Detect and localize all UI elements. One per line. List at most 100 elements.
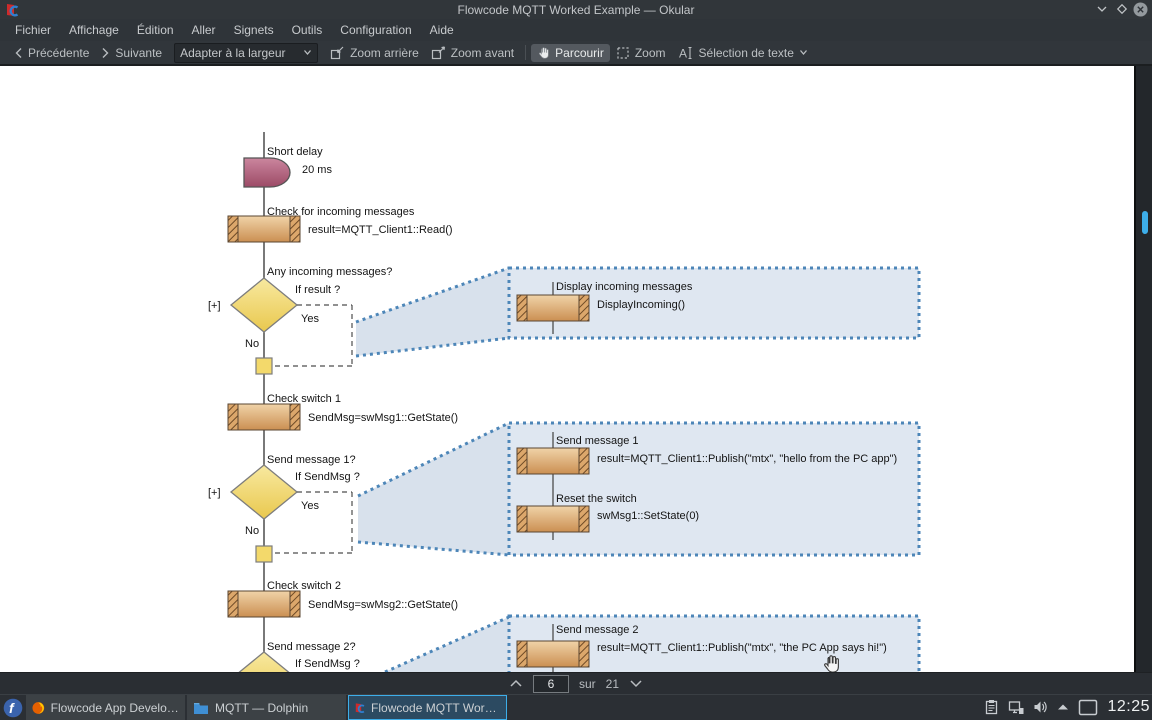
check-switch1-label: Check switch 1 [267,393,341,405]
maximize-button[interactable] [1116,3,1128,15]
app-launcher-button[interactable]: f [0,695,26,720]
callout-1-content: Display incoming messages DisplayIncomin… [516,281,693,334]
firefox-icon [32,701,45,714]
system-tray: 12:25 [984,694,1150,720]
decision-1: Any incoming messages? If result ? [+] Y… [208,266,392,375]
menu-edition[interactable]: Édition [136,23,174,37]
decision-3: Send message 2? If SendMsg ? [238,641,360,672]
zoom-in-button[interactable]: Zoom avant [425,44,520,62]
zoom-out-icon [330,46,344,59]
callout-2-content: Send message 1 result=MQTT_Client1::Publ… [516,432,897,540]
decision1-expand-toggle[interactable]: [+] [208,300,221,312]
zoom-level-value: Adapter à la largeur [180,45,286,60]
toolbar: Précédente Suivante Adapter à la largeur… [0,41,1152,64]
decision1-label: Any incoming messages? [267,266,392,278]
menu-outils[interactable]: Outils [291,23,323,37]
svg-text:f: f [9,700,15,716]
previous-page-label: Précédente [28,45,90,60]
taskbar-task-okular[interactable]: Flowcode MQTT Worked Exa... [348,695,507,720]
callout-box-1 [507,266,921,340]
chevron-left-icon [15,47,22,58]
callout-funnel-3 [384,615,510,672]
fedora-logo-icon: f [3,698,23,717]
close-button[interactable] [1133,2,1148,17]
callout1-detail: DisplayIncoming() [597,299,685,311]
menu-aller[interactable]: Aller [191,23,216,37]
menu-configuration[interactable]: Configuration [340,23,412,37]
network-icon[interactable] [1008,700,1024,715]
decision2-expand-toggle[interactable]: [+] [208,487,221,499]
browse-tool-button[interactable]: Parcourir [531,43,610,62]
minimize-button[interactable] [1096,5,1108,14]
callout2a-detail: result=MQTT_Client1::Publish("mtx", "hel… [597,453,897,465]
zoom-marquee-icon [617,46,629,59]
call-box-check-switch1: Check switch 1 SendMsg=swMsg1::GetState(… [227,393,458,431]
zoom-out-label: Zoom arrière [350,45,419,60]
callout-funnel-1 [355,266,510,358]
decision-2: Send message 1? If SendMsg ? [+] Yes No [208,454,360,563]
previous-page-button[interactable]: Précédente [8,44,95,62]
total-pages-label: 21 [605,676,620,691]
vertical-scrollbar-track[interactable] [1134,66,1152,672]
next-page-label: Suivante [115,45,163,60]
task-label: MQTT — Dolphin [215,700,309,715]
current-page-input[interactable] [532,674,569,693]
decision2-condition: If SendMsg ? [295,471,360,483]
task-label: Flowcode App Developer - S... [50,700,179,715]
menu-fichier[interactable]: Fichier [15,23,52,37]
decision2-label: Send message 1? [267,454,356,466]
check-incoming-detail: result=MQTT_Client1::Read() [308,224,453,236]
chevron-down-icon [799,50,807,55]
window-title: Flowcode MQTT Worked Example — Okular [457,2,695,17]
next-page-button[interactable]: Suivante [95,44,168,62]
okular-icon [355,702,365,713]
toolbar-document-divider [0,64,1152,66]
taskbar: f Flowcode App Developer - S... MQTT — D… [0,694,1152,720]
zoom-tool-label: Zoom [634,45,666,60]
zoom-in-icon [431,45,445,59]
callout-box-2 [507,421,921,557]
menu-signets[interactable]: Signets [233,23,274,37]
callout2b-title: Reset the switch [556,493,637,505]
check-switch2-label: Check switch 2 [267,580,341,592]
hand-icon [539,46,549,59]
next-page-chevron-icon[interactable] [629,679,643,688]
menu-affichage[interactable]: Affichage [69,23,119,37]
callout2b-detail: swMsg1::SetState(0) [597,510,699,522]
callout-funnel-2 [357,421,510,557]
decision3-condition: If SendMsg ? [295,658,360,670]
window-titlebar: Flowcode MQTT Worked Example — Okular [0,0,1152,19]
okular-app-icon [7,4,19,17]
zoom-out-button[interactable]: Zoom arrière [324,44,425,62]
text-selection-icon: A [679,46,692,60]
document-viewport[interactable]: Short delay 20 ms Check for incoming mes… [0,66,1134,672]
flowchart-page: Short delay 20 ms Check for incoming mes… [208,132,921,672]
call-box-check-switch2: Check switch 2 SendMsg=swMsg2::GetState(… [227,580,458,618]
callout3-title: Send message 2 [556,624,639,636]
vertical-scrollbar-thumb[interactable] [1142,211,1148,234]
check-incoming-label: Check for incoming messages [267,206,415,218]
menu-aide[interactable]: Aide [429,23,454,37]
caret-up-icon[interactable] [1057,703,1069,711]
call-box-check-incoming: Check for incoming messages result=MQTT_… [227,206,453,243]
chevron-down-icon [304,50,312,55]
previous-page-chevron-icon[interactable] [509,679,523,688]
clipboard-icon[interactable] [984,699,999,715]
zoom-level-select[interactable]: Adapter à la largeur [174,42,319,63]
chevron-right-icon [102,47,109,58]
hand-cursor [824,655,839,673]
taskbar-task-dolphin[interactable]: MQTT — Dolphin [187,695,346,720]
text-selection-button[interactable]: A Sélection de texte [672,44,814,62]
check-switch2-detail: SendMsg=swMsg2::GetState() [308,599,458,611]
volume-icon[interactable] [1033,700,1048,714]
browse-tool-label: Parcourir [555,45,604,60]
taskbar-clock[interactable]: 12:25 [1107,698,1150,715]
zoom-tool-button[interactable]: Zoom [610,44,672,62]
decision2-no-label: No [245,525,259,537]
decision1-condition: If result ? [295,284,340,296]
taskbar-task-firefox[interactable]: Flowcode App Developer - S... [26,695,185,720]
callout3-detail: result=MQTT_Client1::Publish("mtx", "the… [597,642,887,654]
callout2a-title: Send message 1 [556,435,639,447]
show-desktop-icon[interactable] [1078,699,1098,716]
text-selection-label: Sélection de texte [698,45,794,60]
